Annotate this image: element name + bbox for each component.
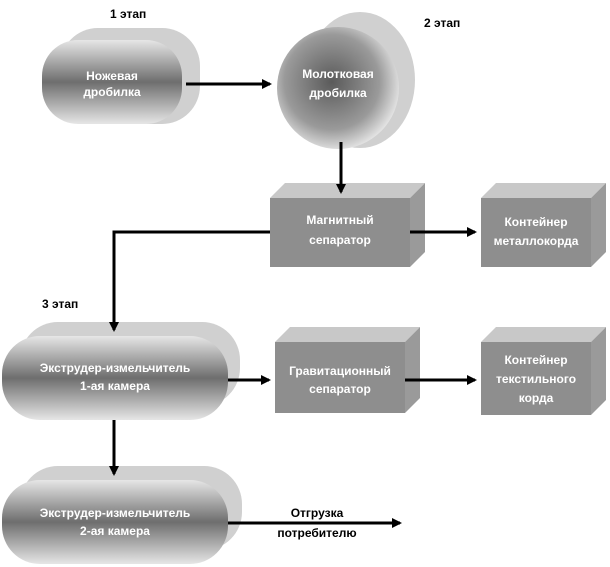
textile-cord-line-3: корда	[519, 391, 554, 405]
extruder-2-line-2: 2-ая камера	[80, 524, 150, 538]
hammer-crusher-node: Молотковая дробилка	[277, 12, 415, 149]
magnetic-separator-line-2: сепаратор	[309, 233, 371, 247]
gravity-separator-line-2: сепаратор	[309, 382, 371, 396]
extruder-1-line-2: 1-ая камера	[80, 379, 150, 393]
textile-cord-container-node: Контейнер текстильного корда	[481, 327, 606, 415]
metal-cord-line-2: металлокорда	[494, 234, 579, 248]
knife-crusher-line-2: дробилка	[83, 85, 141, 99]
extruder-1-line-1: Экструдер-измельчитель	[40, 361, 191, 375]
knife-crusher-line-1: Ножевая	[86, 69, 138, 83]
extruder-2-line-1: Экструдер-измельчитель	[40, 506, 191, 520]
magnetic-separator-node: Магнитный сепаратор	[270, 183, 425, 267]
arrow-magnetic-to-extruder-1	[109, 230, 270, 332]
hammer-crusher-line-2: дробилка	[309, 86, 367, 100]
output-label-line-2: потребителю	[277, 526, 356, 540]
stage-2-label: 2 этап	[424, 16, 460, 30]
hammer-crusher-line-1: Молотковая	[302, 67, 373, 81]
extruder-chamber-2-node: Экструдер-измельчитель 2-ая камера	[2, 466, 242, 564]
magnetic-separator-line-1: Магнитный	[306, 213, 373, 227]
textile-cord-line-2: текстильного	[496, 372, 576, 386]
stage-3-label: 3 этап	[42, 297, 78, 311]
extruder-chamber-1-node: Экструдер-измельчитель 1-ая камера	[2, 322, 240, 420]
gravity-separator-node: Гравитационный сепаратор	[275, 327, 420, 413]
stage-1-label: 1 этап	[110, 7, 146, 21]
metal-cord-line-1: Контейнер	[504, 215, 567, 229]
metal-cord-container-node: Контейнер металлокорда	[481, 183, 606, 267]
textile-cord-line-1: Контейнер	[504, 353, 567, 367]
knife-crusher-node: Ножевая дробилка	[42, 28, 200, 124]
gravity-separator-line-1: Гравитационный	[289, 364, 391, 378]
output-label-line-1: Отгрузка	[291, 506, 344, 520]
